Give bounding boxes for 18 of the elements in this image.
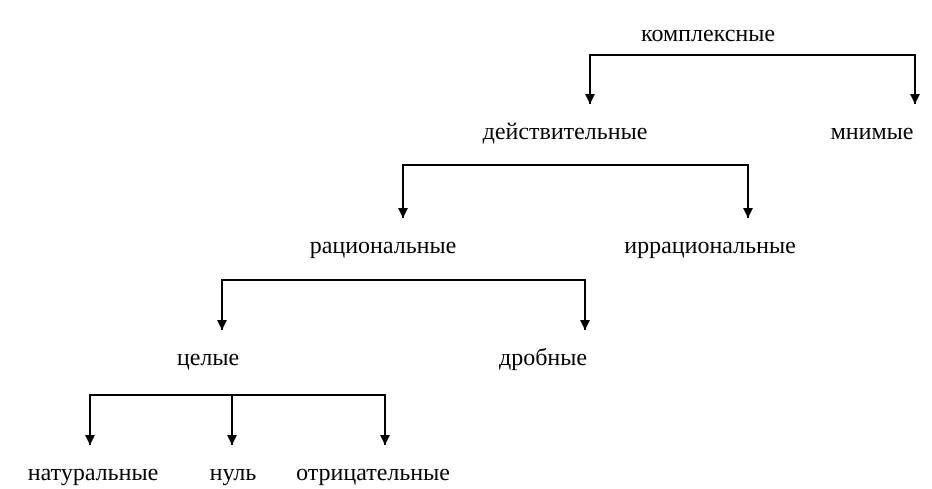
- node-label: дробные: [498, 330, 588, 372]
- node-label: мнимые: [830, 104, 914, 146]
- arrow: [708, 54, 920, 104]
- node-label: комплексные: [641, 6, 775, 48]
- node-label: целые: [176, 330, 240, 372]
- arrow: [85, 394, 208, 445]
- node-label: рациональные: [310, 218, 456, 260]
- arrow: [565, 164, 753, 218]
- arrow: [383, 279, 590, 330]
- node-label: действительные: [482, 104, 648, 146]
- arrow: [217, 279, 383, 330]
- node-label: нуль: [210, 445, 256, 487]
- arrow: [585, 54, 708, 104]
- node-label: отрицательные: [296, 445, 450, 487]
- arrow: [398, 164, 565, 218]
- arrow: [208, 394, 390, 445]
- node-label: натуральные: [28, 445, 158, 487]
- node-label: иррациональные: [624, 218, 796, 260]
